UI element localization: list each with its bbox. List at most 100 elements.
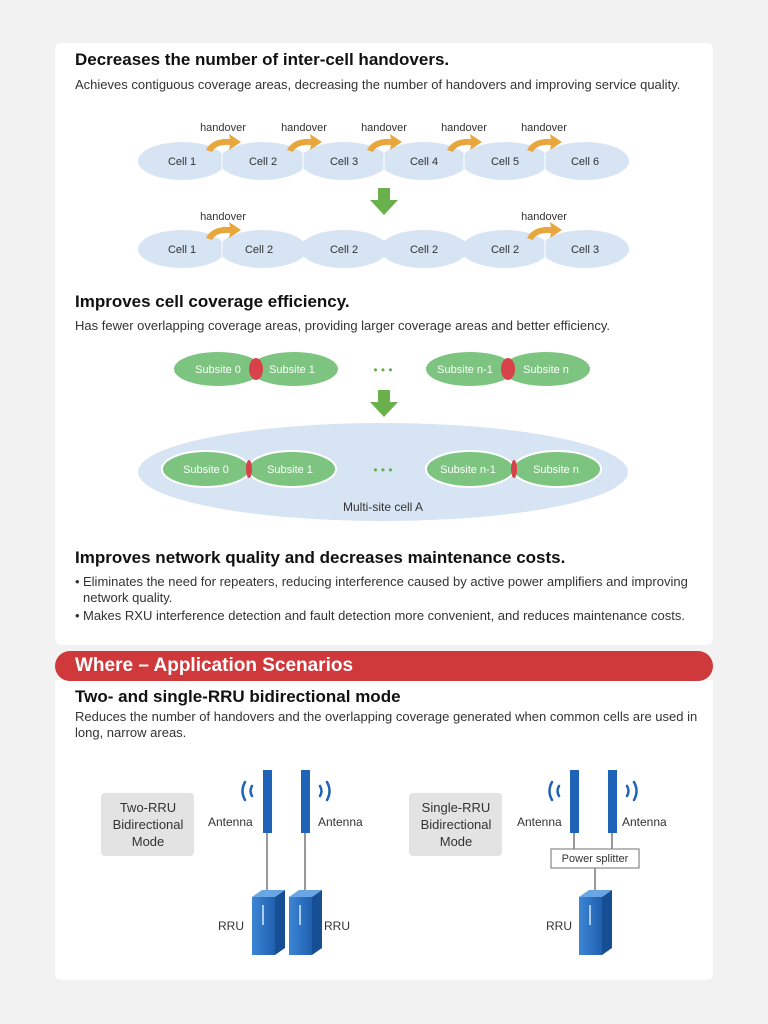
antenna-label: Antenna <box>208 815 253 829</box>
rru-label: RRU <box>546 919 572 933</box>
cell-label: Cell 2 <box>491 244 519 256</box>
cell-label: Cell 3 <box>571 244 599 256</box>
overlap-area <box>249 358 263 380</box>
handover-row-before: Cell 1 Cell 2 Cell 3 Cell 4 Cell 5 Cell … <box>138 122 629 180</box>
subsite-label: Subsite n <box>523 364 569 376</box>
handover-arrow-icon <box>287 134 322 152</box>
handover-arrow-icon <box>527 134 562 152</box>
cell-ellipse <box>380 230 468 268</box>
cell-ellipse <box>541 142 629 180</box>
cell-ellipse <box>461 142 549 180</box>
subsite-label: Subsite 0 <box>183 464 229 476</box>
mode-label-line: Mode <box>440 834 473 849</box>
handover-row-after: Cell 1 Cell 2 Cell 2 Cell 2 Cell 2 Cell … <box>138 211 629 268</box>
subsite-ellipse <box>502 352 590 386</box>
subsite-label: Subsite 1 <box>267 464 313 476</box>
handover-label: handover <box>200 211 246 223</box>
single-rru-diagram: Single-RRU Bidirectional Mode Power spli… <box>409 770 667 955</box>
multi-site-label: Multi-site cell A <box>343 500 423 514</box>
cell-label: Cell 2 <box>245 244 273 256</box>
cell-label: Cell 5 <box>491 156 519 168</box>
two-rru-diagram: Two-RRU Bidirectional Mode Antenna Anten… <box>101 770 363 955</box>
mode-label-line: Bidirectional <box>421 817 492 832</box>
antenna-icon <box>301 770 310 833</box>
antenna-icon <box>608 770 617 833</box>
heading-network-quality: Improves network quality and decreases m… <box>75 548 566 567</box>
handover-arrow-icon <box>447 134 482 152</box>
handover-arrow-icon <box>206 222 241 240</box>
subsite-label: Subsite n-1 <box>440 464 496 476</box>
ellipsis: • • • <box>373 463 392 477</box>
handover-label: handover <box>521 122 567 134</box>
cell-label: Cell 2 <box>249 156 277 168</box>
overlap-area <box>501 358 515 380</box>
cell-label: Cell 2 <box>410 244 438 256</box>
cell-ellipse <box>138 142 226 180</box>
mode-label-box <box>101 793 194 856</box>
handover-label: handover <box>281 122 327 134</box>
cell-ellipse <box>541 230 629 268</box>
power-splitter-label: Power splitter <box>562 853 629 865</box>
subsite-label: Subsite n-1 <box>437 364 493 376</box>
rru-label: RRU <box>324 919 350 933</box>
antenna-label: Antenna <box>517 815 562 829</box>
cell-ellipse <box>300 142 388 180</box>
multi-site-ellipse <box>138 423 628 521</box>
signal-waves-icon <box>241 780 254 802</box>
cell-label: Cell 6 <box>571 156 599 168</box>
heading-coverage-efficiency: Improves cell coverage efficiency. <box>75 292 350 311</box>
rru-icon <box>579 890 612 955</box>
signal-waves-icon <box>625 780 638 802</box>
cell-ellipse <box>300 230 388 268</box>
network-quality-bullets: Eliminates the need for repeaters, reduc… <box>75 574 705 626</box>
cell-label: Cell 1 <box>168 156 196 168</box>
antenna-icon <box>570 770 579 833</box>
handover-label: handover <box>441 122 487 134</box>
signal-waves-icon <box>318 780 331 802</box>
mode-label-line: Bidirectional <box>113 817 184 832</box>
cell-label: Cell 3 <box>330 156 358 168</box>
mode-label-line: Mode <box>132 834 165 849</box>
ellipsis: • • • <box>373 363 392 377</box>
down-arrow-icon <box>370 188 398 215</box>
subsite-label: Subsite n <box>533 464 579 476</box>
application-scenarios-banner: Where – Application Scenarios <box>55 651 713 681</box>
overlap-area <box>511 460 517 478</box>
cell-label: Cell 1 <box>168 244 196 256</box>
desc-bidirectional-mode: Reduces the number of handovers and the … <box>75 709 698 740</box>
subsite-ellipse <box>174 352 262 386</box>
bullet-item: Eliminates the need for repeaters, reduc… <box>75 574 705 606</box>
cell-ellipse <box>219 230 307 268</box>
handover-label: handover <box>361 122 407 134</box>
antenna-icon <box>263 770 272 833</box>
desc-coverage-efficiency: Has fewer overlapping coverage areas, pr… <box>75 318 610 333</box>
cell-label: Cell 2 <box>330 244 358 256</box>
handover-arrow-icon <box>367 134 402 152</box>
bullet-item: Makes RXU interference detection and fau… <box>75 608 705 624</box>
down-arrow-icon <box>370 390 398 417</box>
subsite-ellipse <box>426 352 514 386</box>
handover-label: handover <box>521 211 567 223</box>
antenna-label: Antenna <box>622 815 667 829</box>
overlap-area <box>246 460 252 478</box>
subsite-label: Subsite 1 <box>269 364 315 376</box>
cell-ellipse <box>138 230 226 268</box>
subsite-ellipse <box>250 352 338 386</box>
mode-label-box <box>409 793 502 856</box>
handover-arrow-icon <box>206 134 241 152</box>
mode-label-line: Single-RRU <box>422 800 491 815</box>
subsite-label: Subsite 0 <box>195 364 241 376</box>
rru-icon <box>289 890 322 955</box>
mode-label-line: Two-RRU <box>120 800 176 815</box>
heading-bidirectional-mode: Two- and single-RRU bidirectional mode <box>75 687 401 706</box>
heading-handovers: Decreases the number of inter-cell hando… <box>75 50 450 69</box>
handover-label: handover <box>200 122 246 134</box>
multi-site-cell: Subsite 0 Subsite 1 Subsite n-1 Subsite … <box>138 423 628 521</box>
cell-ellipse <box>461 230 549 268</box>
rru-label: RRU <box>218 919 244 933</box>
antenna-label: Antenna <box>318 815 363 829</box>
handover-arrow-icon <box>527 222 562 240</box>
desc-handovers: Achieves contiguous coverage areas, decr… <box>75 77 681 92</box>
cell-label: Cell 4 <box>410 156 438 168</box>
